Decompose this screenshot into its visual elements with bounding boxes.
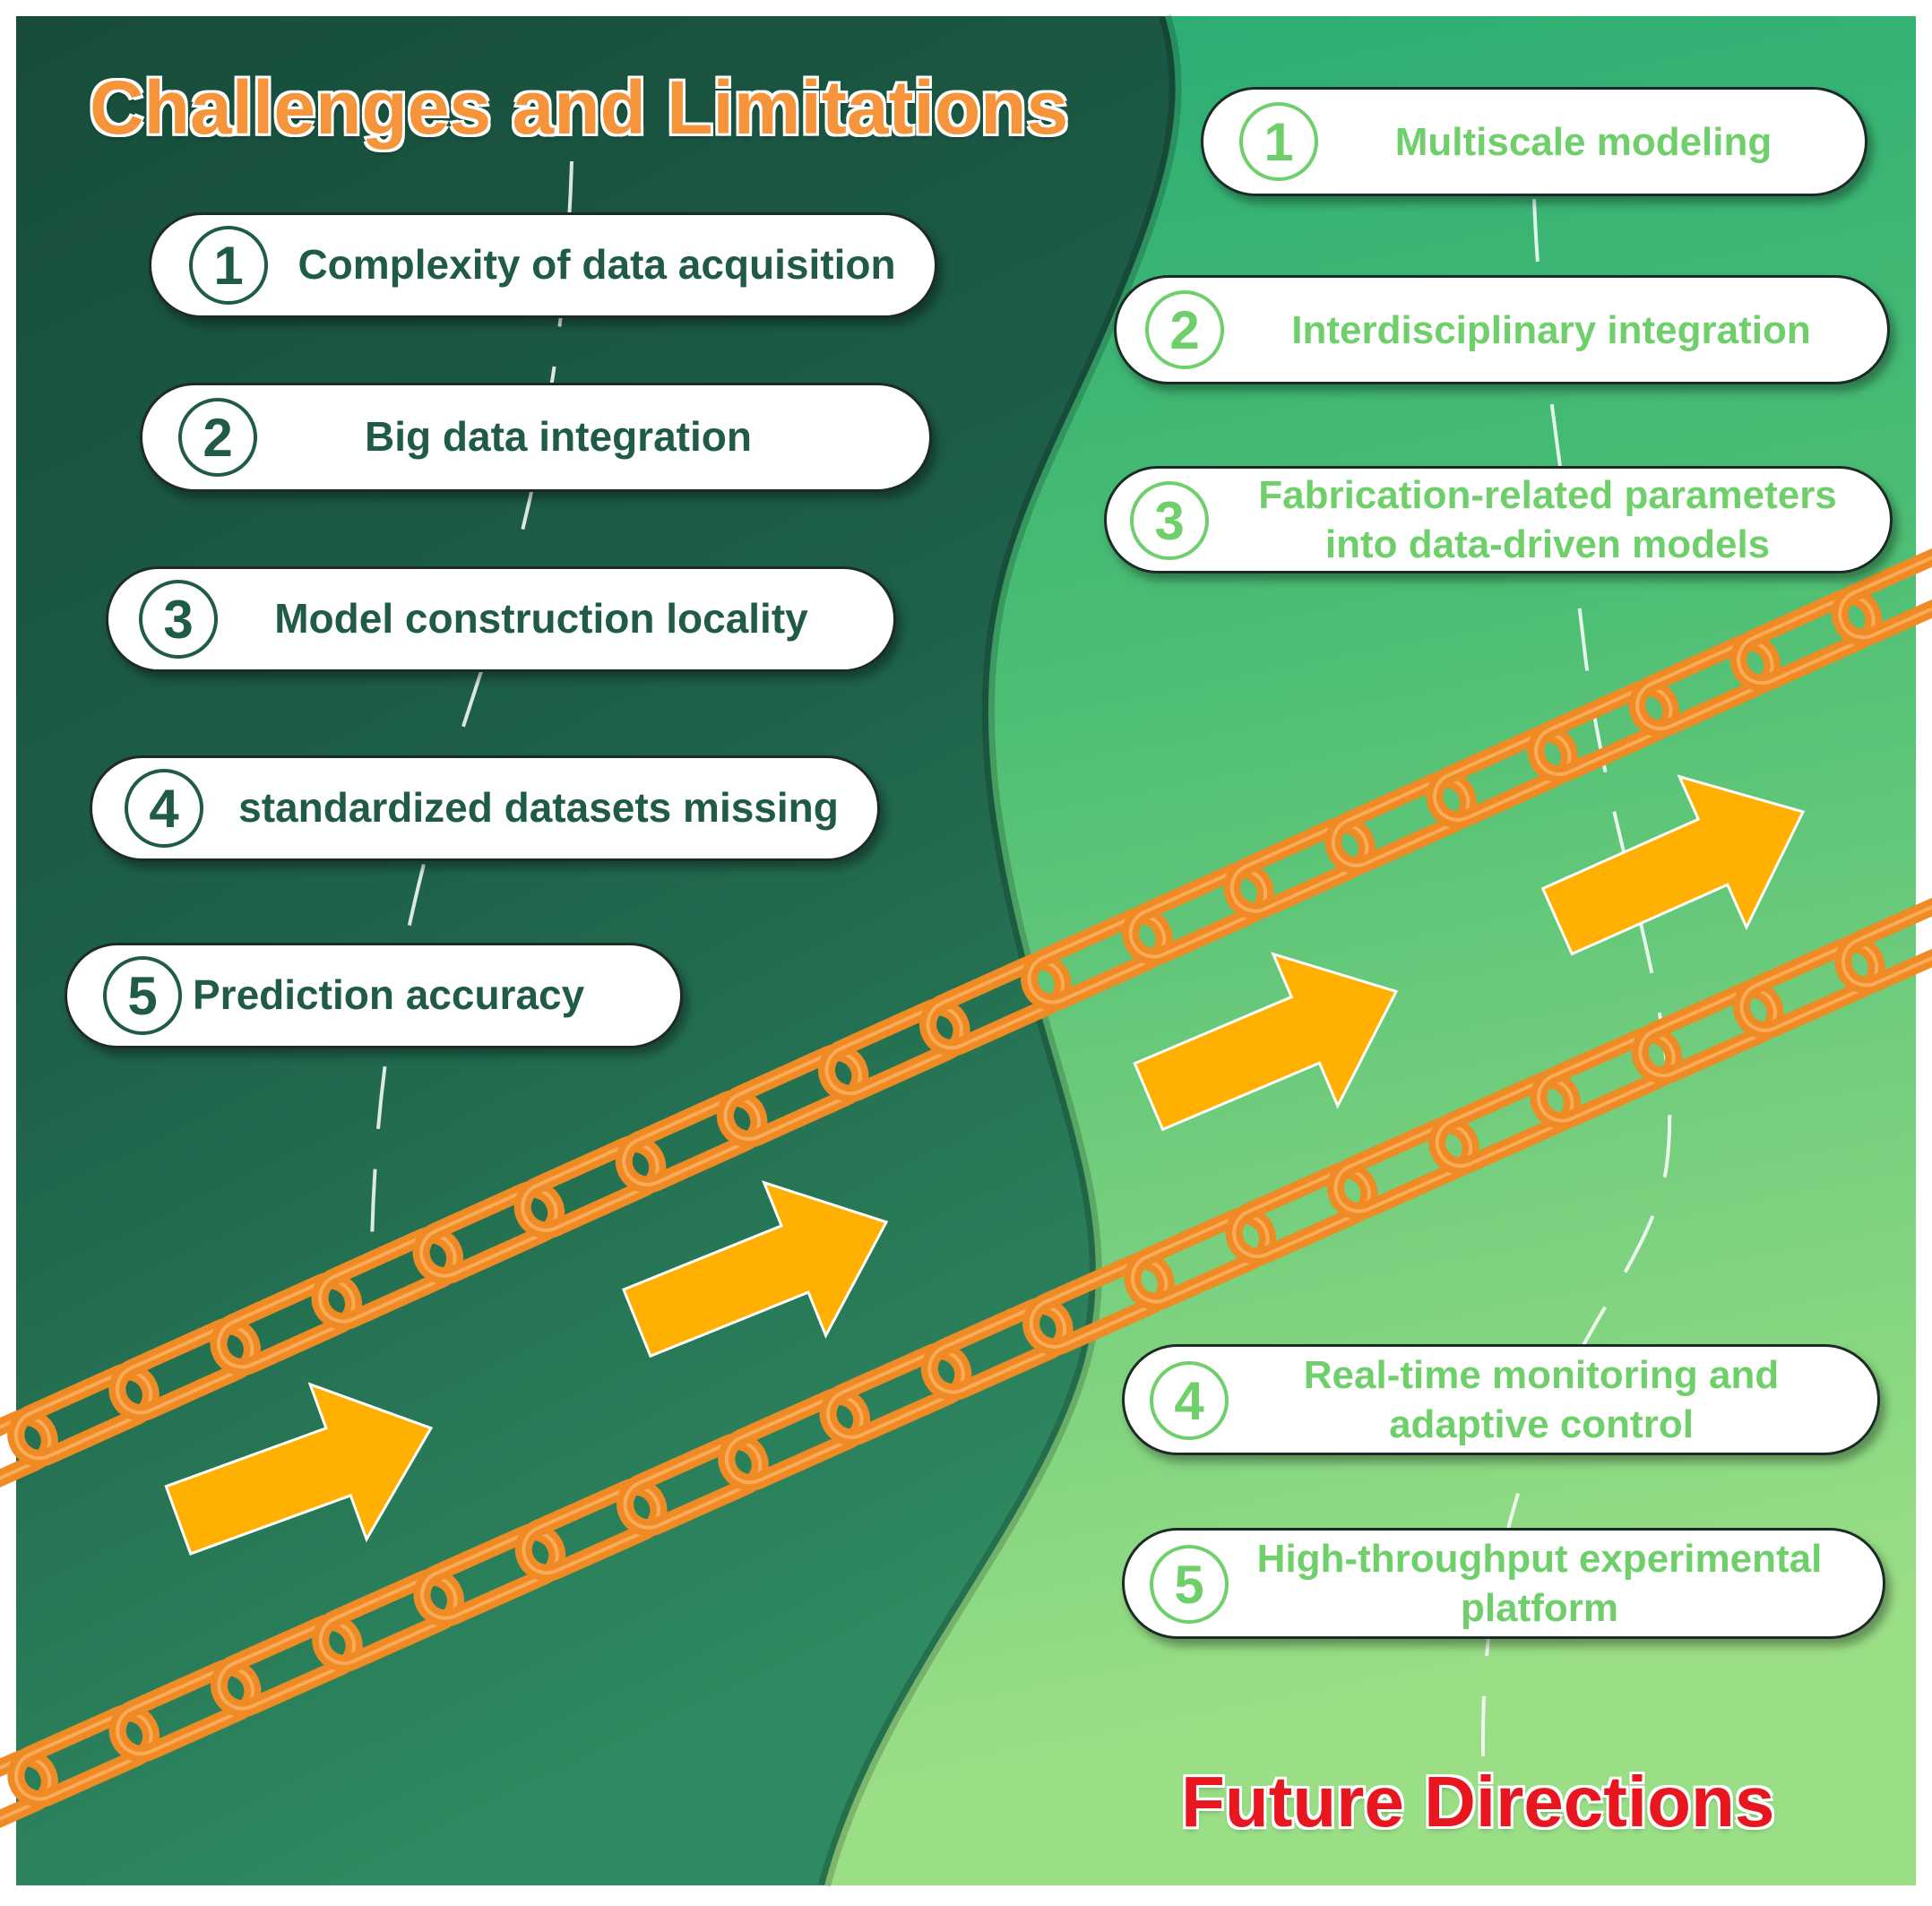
number-badge: 5 [103,956,182,1035]
number-badge: 5 [1150,1545,1229,1624]
direction-item-1: 1 Multiscale modeling [1201,87,1867,196]
challenge-label: Complexity of data acquisition [298,241,896,289]
arrows-group [164,774,1806,1556]
right-arrow-icon [621,1180,889,1358]
challenge-item-1: 1 Complexity of data acquisition [149,212,937,318]
direction-label: Interdisciplinary integration [1291,307,1811,352]
challenge-label: standardized datasets missing [238,784,839,832]
number-badge: 3 [139,580,218,659]
direction-label: High-throughput experimental platform [1256,1537,1823,1630]
number-badge: 1 [189,226,268,305]
challenge-label: Model construction locality [274,595,808,643]
right-arrow-icon [1133,952,1399,1132]
direction-label: Real-time monitoring and adaptive contro… [1303,1353,1780,1446]
panel-divider-shadow [818,14,1182,1887]
direction-label: Fabrication-related parameters into data… [1258,473,1837,566]
direction-item-4: 4 Real-time monitoring and adaptive cont… [1122,1344,1880,1455]
right-arrow-icon [1540,774,1806,956]
number-badge: 4 [125,769,203,848]
direction-label: Multiscale modeling [1394,119,1772,164]
challenge-label: Big data integration [365,413,752,461]
right-arrow-icon [164,1382,434,1556]
challenge-item-4: 4 standardized datasets missing [90,755,880,861]
left-title: Challenges and Limitations [90,65,1069,150]
chains-group [0,542,1932,1853]
number-badge: 4 [1150,1361,1229,1440]
number-badge: 2 [178,398,257,477]
challenge-item-3: 3 Model construction locality [106,566,896,672]
number-badge: 2 [1145,290,1224,369]
challenge-label: Prediction accuracy [193,971,585,1019]
direction-item-3: 3 Fabrication-related parameters into da… [1104,466,1893,574]
challenge-item-2: 2 Big data integration [140,383,932,492]
challenge-item-5: 5 Prediction accuracy [65,943,683,1048]
chain-icon [0,542,1932,1513]
direction-item-2: 2 Interdisciplinary integration [1114,275,1890,384]
right-title: Future Directions [1181,1762,1775,1841]
number-badge: 3 [1130,481,1209,560]
chain-icon [0,890,1932,1853]
direction-item-5: 5 High-throughput experimental platform [1122,1528,1885,1639]
number-badge: 1 [1239,102,1318,181]
